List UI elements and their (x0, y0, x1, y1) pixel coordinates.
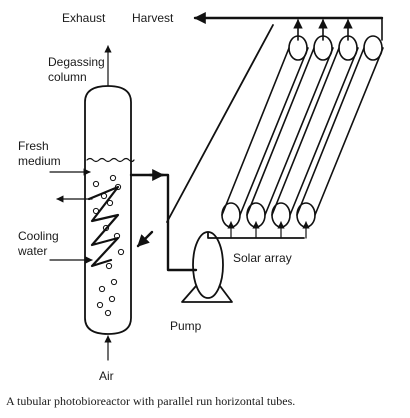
degassing-label-line2: column (48, 70, 87, 84)
liquid-surface (86, 157, 135, 163)
degassing-label-line1: Degassing (48, 55, 105, 69)
exhaust-label: Exhaust (62, 11, 106, 25)
collector-risers (293, 18, 383, 41)
harvest-label: Harvest (132, 11, 174, 25)
air-label: Air (99, 369, 114, 383)
pump-outlet-pipe (207, 231, 305, 239)
outlet-pipe (129, 173, 198, 272)
degassing-column (84, 85, 135, 335)
cooling-water-label-line1: Cooling (18, 229, 59, 243)
return-line (166, 24, 274, 223)
figure-caption: A tubular photobioreactor with parallel … (6, 394, 295, 408)
cooling-water-label-line2: water (17, 244, 47, 258)
air-bubbles (92, 174, 125, 317)
fresh-medium-label-line1: Fresh (18, 139, 49, 153)
pump-label: Pump (170, 319, 202, 333)
solar-array-label: Solar array (233, 251, 292, 265)
fresh-medium-label-line2: medium (18, 154, 61, 168)
manifold-inlet-arrows (227, 221, 310, 239)
pump (181, 231, 233, 303)
solar-array-tubes (221, 35, 384, 228)
